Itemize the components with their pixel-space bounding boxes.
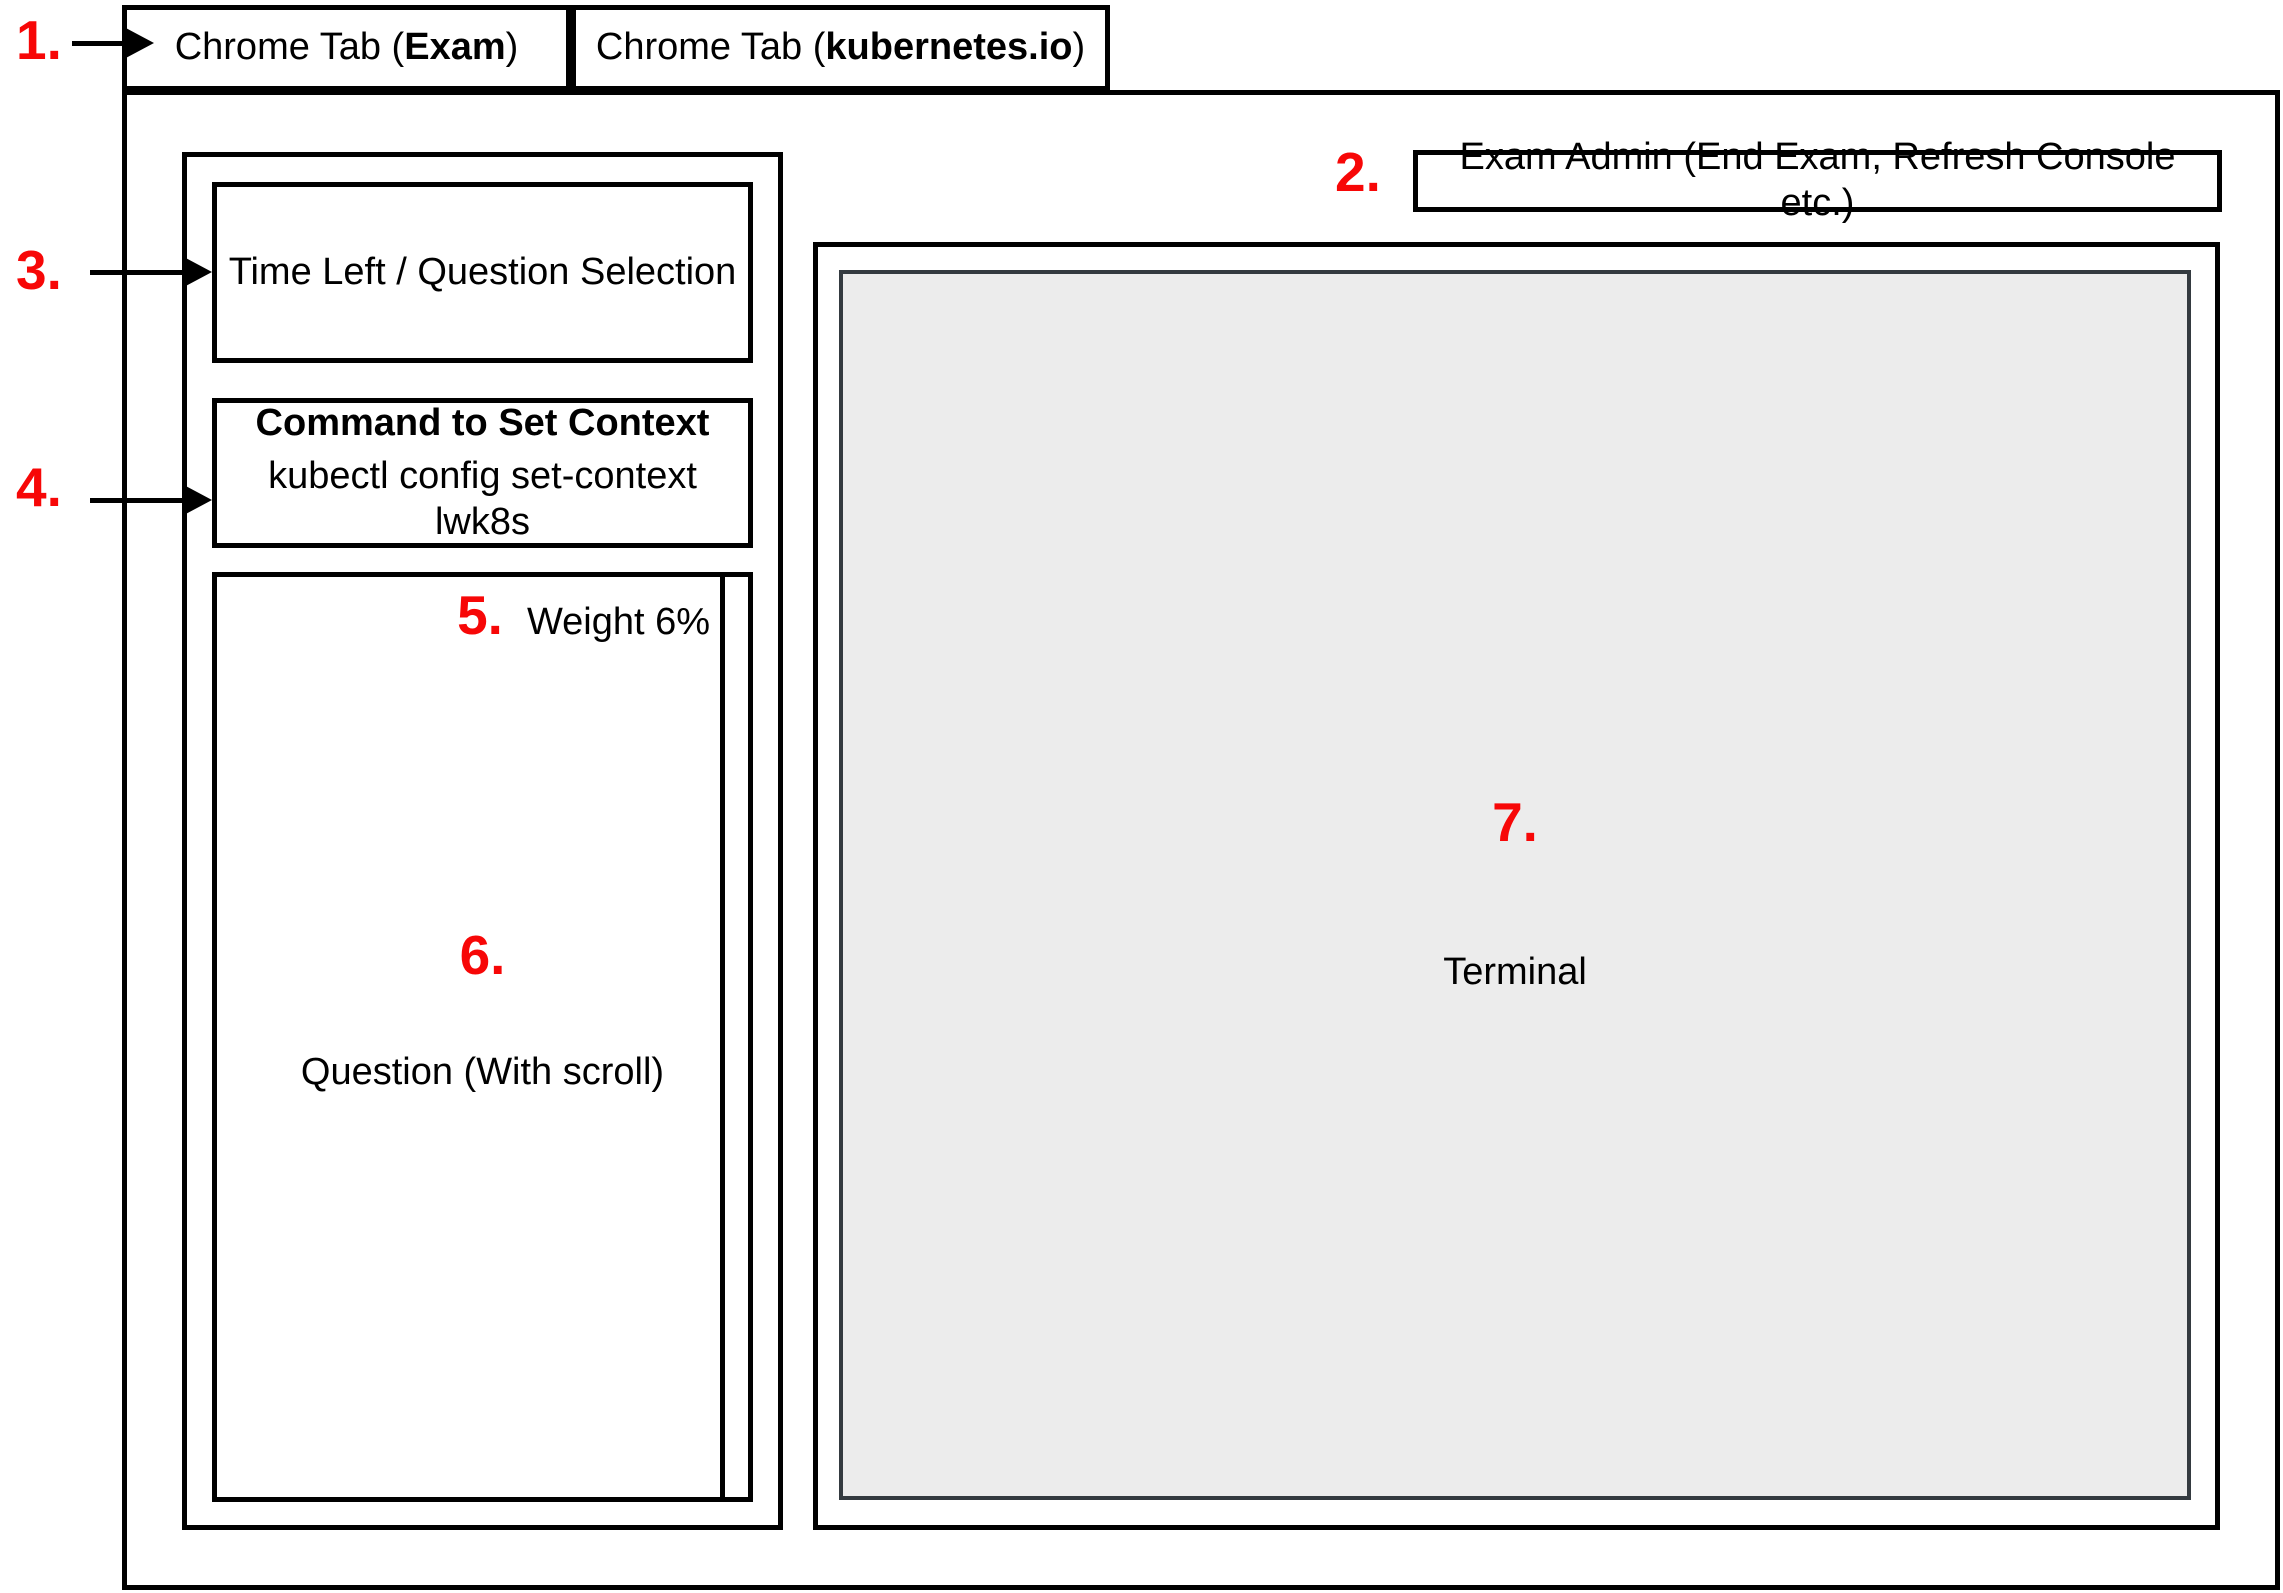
terminal-label: Terminal	[1443, 951, 1587, 993]
annotation-6: 6.	[459, 924, 506, 986]
question-scrollbar[interactable]	[720, 577, 725, 1497]
tab-label-bold: kubernetes.io	[825, 26, 1073, 69]
context-command-title: Command to Set Context	[255, 401, 710, 444]
question-body-label: Question (With scroll)	[300, 1051, 665, 1093]
annotation-7: 7.	[1492, 791, 1538, 853]
annotation-1-arrow-line	[72, 41, 127, 46]
question-panel[interactable]	[212, 572, 753, 1502]
annotation-4: 4.	[16, 456, 62, 518]
tab-label-prefix: Chrome Tab (	[174, 26, 405, 69]
terminal-panel	[813, 242, 2220, 1530]
annotation-2: 2.	[1335, 141, 1381, 203]
tab-label: Chrome Tab (kubernetes.io)	[596, 25, 1085, 71]
question-weight-row: 5. Weight 6%	[212, 588, 710, 646]
exam-admin-box[interactable]: Exam Admin (End Exam, Refresh Console et…	[1413, 136, 2222, 224]
sidebar-panel	[182, 152, 783, 1530]
tab-label: Chrome Tab (Exam)	[175, 25, 519, 71]
context-command-text: kubectl config set-context lwk8s	[268, 455, 697, 543]
annotation-3-arrow-line	[90, 270, 184, 275]
time-left-label: Time Left / Question Selection	[228, 250, 737, 293]
annotation-3-arrowhead-icon	[182, 256, 212, 288]
annotation-1-arrowhead-icon	[124, 27, 154, 59]
chrome-tab-exam[interactable]: Chrome Tab (Exam)	[122, 5, 571, 91]
annotation-4-arrowhead-icon	[182, 484, 212, 516]
question-weight-label: Weight 6%	[526, 601, 710, 643]
annotation-5: 5.	[457, 584, 503, 646]
tab-label-bold: Exam	[404, 26, 506, 69]
context-command-box: Command to Set Context kubectl config se…	[212, 398, 753, 548]
chrome-tab-kubernetes[interactable]: Chrome Tab (kubernetes.io)	[571, 5, 1110, 91]
time-left-box[interactable]: Time Left / Question Selection	[212, 182, 753, 363]
tab-label-suffix: )	[1072, 26, 1086, 69]
annotation-1: 1.	[16, 9, 62, 71]
tab-label-prefix: Chrome Tab (	[595, 26, 826, 69]
terminal-screen[interactable]	[839, 270, 2191, 1500]
annotation-3: 3.	[16, 239, 62, 301]
annotation-4-arrow-line	[90, 498, 184, 503]
exam-window	[122, 90, 2280, 1590]
exam-admin-label: Exam Admin (End Exam, Refresh Console et…	[1459, 136, 2176, 224]
tab-label-suffix: )	[505, 26, 519, 69]
